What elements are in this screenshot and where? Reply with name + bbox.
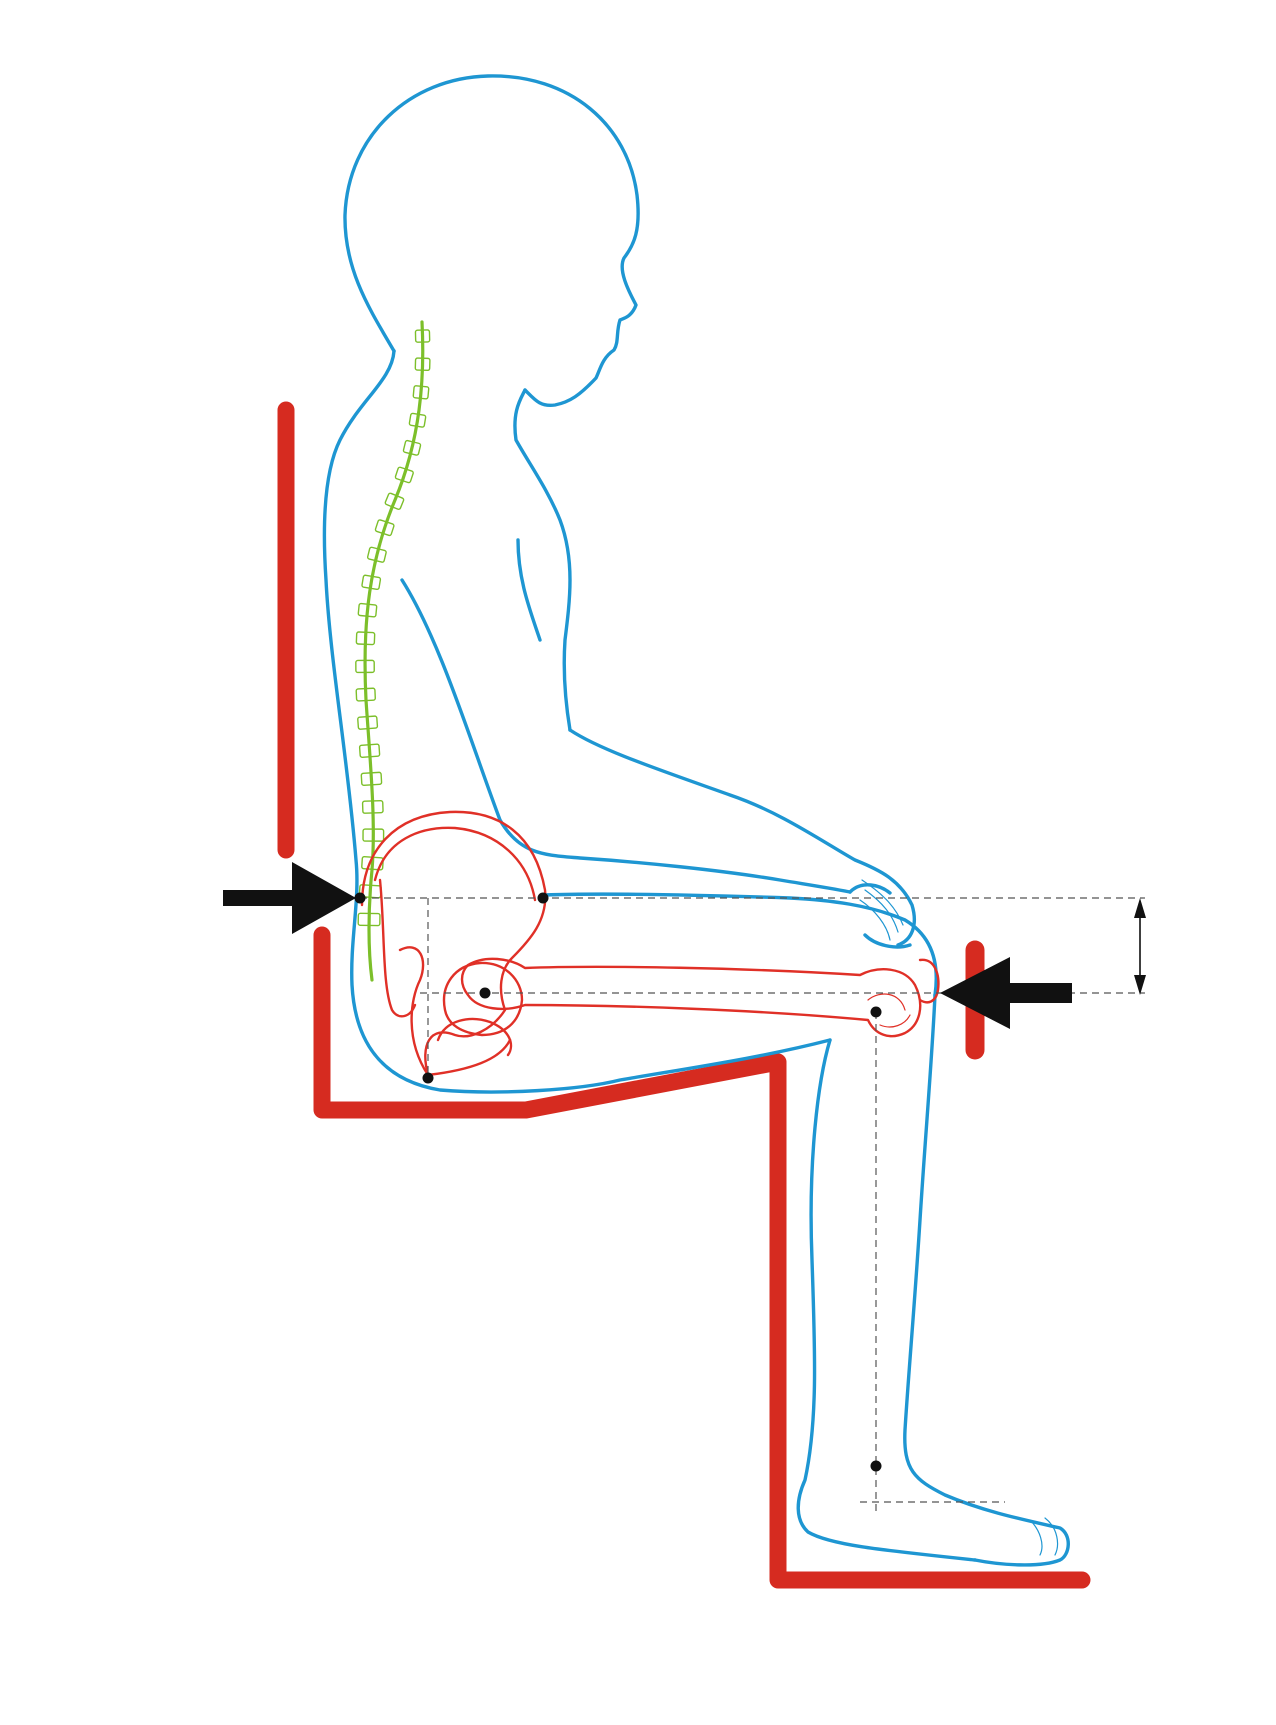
ischial-tuberosity-point [422,1072,434,1084]
acetabulum-outline [436,1017,513,1057]
chair-backrest-lower [313,926,1091,1589]
vertebra [414,329,431,343]
ischium-outline [398,946,512,1077]
vertebra [366,546,387,563]
hand-fingers-icon [859,879,904,941]
vertebra [357,715,379,730]
vertebra [360,771,383,786]
vertebra [355,631,376,646]
armpit-line [516,538,542,642]
vertebra [374,519,395,537]
vertebra [384,492,405,511]
arm-back-outline [400,578,852,894]
patella-outline [918,958,940,1004]
spine [355,320,431,982]
toes-icon [1029,1517,1059,1556]
femur-outline [460,957,922,1038]
vertebra [355,687,376,702]
chest-outline [513,388,572,732]
lumbar-support-arrow [223,862,356,934]
vertebra [357,602,378,618]
pelvis-outline [360,810,547,1077]
vertebra [357,912,381,927]
back-outline [322,349,832,1094]
shin-front-outline [903,993,1070,1567]
lumbar-point [354,892,366,904]
vertebra [412,385,430,400]
knee-joint-detail [867,993,911,1028]
vertical-dimension-arrow [1134,898,1146,995]
knee-support-arrow [940,957,1072,1029]
vertebra [361,574,382,591]
vertebra [355,659,375,674]
iliac-crest-point [537,892,549,904]
femoral-head-outline [442,961,524,1037]
vertebrae [355,329,431,927]
skeleton-bones [360,810,940,1077]
ilium-outline [373,826,537,902]
vertebra [414,357,431,372]
vertebra [394,466,414,484]
knee-joint-point [870,1006,882,1018]
thigh-top-outline [543,892,938,997]
pressure-arrows [223,862,1072,1029]
hip-joint-point [479,987,491,999]
vertebra [408,412,427,428]
vertebra [358,743,381,758]
hand-outline [848,883,912,949]
joint-points [354,892,882,1472]
calf-back-outline [796,1038,977,1562]
dimension-arrowhead-top-icon [1134,898,1146,918]
vertebra [361,799,384,814]
spinal-column-line [363,320,425,982]
arm-front-outline [568,728,917,947]
head-and-back-outline [343,74,640,408]
vertebra [402,439,422,456]
dimension-arrowhead-bottom-icon [1134,975,1146,995]
vertebra [362,828,385,842]
sacrum-outline [378,878,417,1018]
body-outline [322,74,1070,1567]
ankle-point [870,1460,882,1472]
